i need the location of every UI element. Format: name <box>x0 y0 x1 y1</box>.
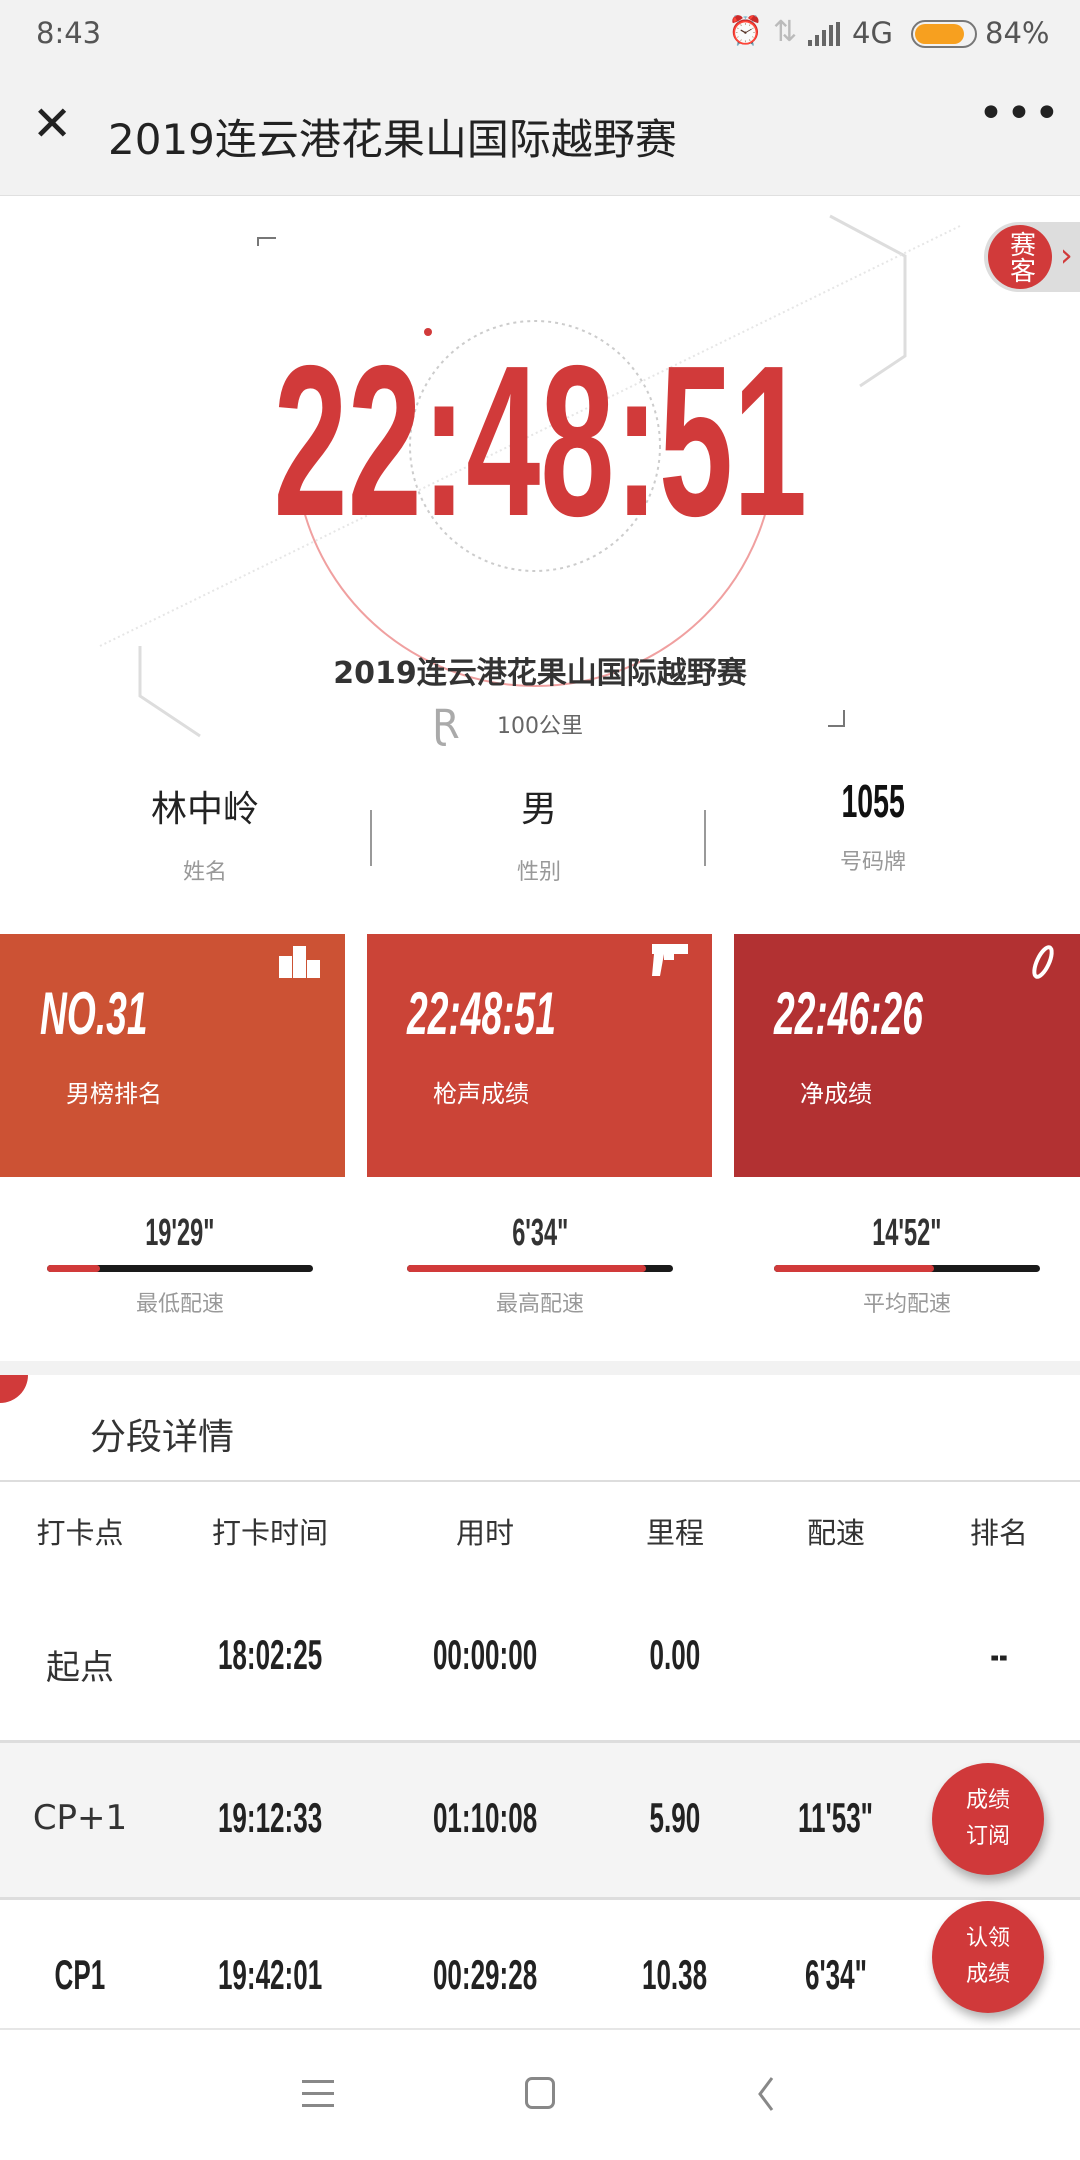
finish-time-display: 22:48:51 <box>273 320 807 561</box>
card-label: 枪声成绩 <box>433 1080 529 1108</box>
navigation-bar <box>0 2032 1080 2160</box>
subscribe-results-button[interactable]: 成绩订阅 <box>932 1763 1044 1875</box>
close-icon[interactable]: ✕ <box>32 96 73 152</box>
podium-icon <box>279 946 320 978</box>
data-transfer-icon: ⇅ <box>773 14 798 48</box>
table-row: CP1 19:42:01 00:29:28 10.38 6'34" <box>0 1900 1080 2030</box>
chevron-right-icon: › <box>1060 236 1073 274</box>
pace-average: 14'52" 平均配速 <box>727 1210 1080 1318</box>
badge-label: 赛客 <box>988 225 1052 289</box>
card-gender-rank[interactable]: NO.31 男榜排名 <box>0 934 345 1177</box>
card-gun-time[interactable]: 22:48:51 枪声成绩 <box>367 934 712 1177</box>
athlete-name-label: 姓名 <box>182 860 227 885</box>
splits-title: 分段详情 <box>90 1417 235 1458</box>
divider <box>0 1480 1080 1482</box>
network-type: 4G <box>852 16 893 50</box>
athlete-name: 林中岭 <box>150 789 259 830</box>
table-row: CP+1 19:12:33 01:10:08 5.90 11'53" <box>0 1743 1080 1900</box>
more-icon[interactable]: ••• <box>978 88 1062 139</box>
bib-number: 1055 <box>841 775 905 827</box>
card-label: 男榜排名 <box>66 1080 162 1108</box>
athlete-gender: 男 <box>520 789 557 830</box>
race-name: 2019连云港花果山国际越野赛 <box>333 656 747 691</box>
status-bar: 8:43 ⏰ ⇅ 4G 84% <box>0 0 1080 66</box>
hero-section: 22:48:51 2019连云港花果山国际越野赛 Ɽ 100公里 赛客 › <box>0 196 1080 756</box>
card-label: 净成绩 <box>800 1080 872 1108</box>
pace-slowest: 19'29" 最低配速 <box>0 1210 360 1318</box>
claim-results-button[interactable]: 认领成绩 <box>932 1901 1044 2013</box>
signal-icon <box>808 22 840 46</box>
chip-icon <box>1032 945 1054 979</box>
table-row: 起点 18:02:25 00:00:00 0.00 -- <box>0 1580 1080 1743</box>
page-title: 2019连云港花果山国际越野赛 <box>108 115 677 164</box>
bib-number-label: 号码牌 <box>839 850 906 875</box>
battery-icon <box>911 20 977 48</box>
saike-badge-button[interactable]: 赛客 › <box>984 222 1080 292</box>
pace-bar <box>774 1265 1040 1272</box>
back-icon[interactable] <box>756 2076 776 2112</box>
divider <box>704 810 706 866</box>
section-separator <box>0 1361 1080 1375</box>
menu-icon[interactable] <box>302 2080 334 2108</box>
title-bar: ✕ 2019连云港花果山国际越野赛 ••• <box>0 66 1080 196</box>
pace-fastest: 6'34" 最高配速 <box>360 1210 720 1318</box>
card-net-time[interactable]: 22:46:26 净成绩 <box>734 934 1080 1177</box>
distance-icon: Ɽ <box>432 702 460 748</box>
table-header: 打卡点 打卡时间 用时 里程 配速 排名 <box>36 1516 1028 1550</box>
section-marker <box>0 1375 28 1403</box>
pace-bar <box>47 1265 313 1272</box>
battery-percent: 84% <box>985 16 1050 50</box>
alarm-icon: ⏰ <box>728 14 763 47</box>
divider <box>370 810 372 866</box>
status-time: 8:43 <box>36 16 102 50</box>
hero-decoration <box>99 205 961 738</box>
race-distance: 100公里 <box>497 714 583 739</box>
athlete-gender-label: 性别 <box>516 860 561 885</box>
home-icon[interactable] <box>525 2077 555 2109</box>
pace-bar <box>407 1265 673 1272</box>
pistol-icon <box>652 944 688 976</box>
